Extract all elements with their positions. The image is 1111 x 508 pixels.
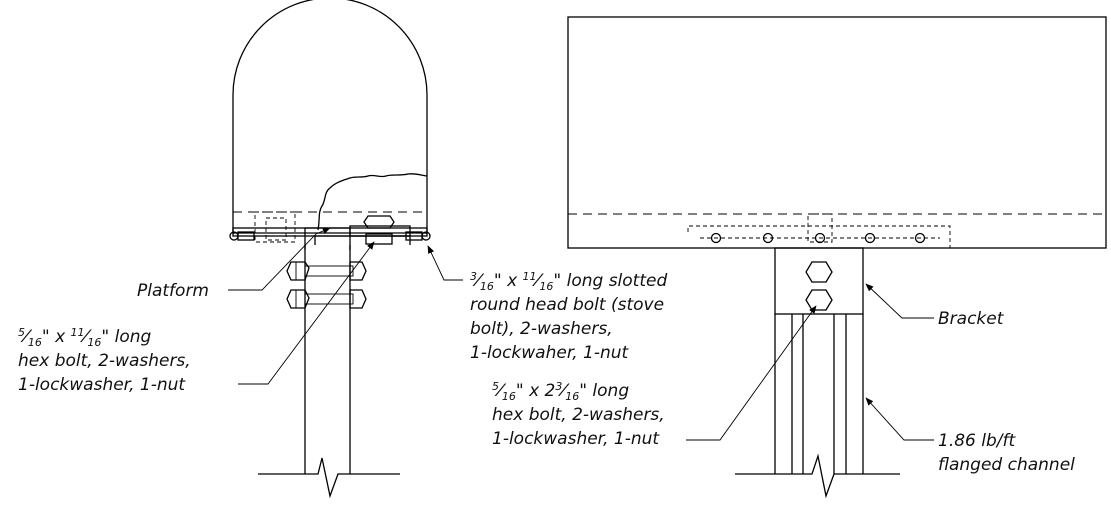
bracket-bolt-upper bbox=[805, 261, 833, 283]
sign-housing-outline bbox=[232, 0, 428, 234]
leader-stove-bolt bbox=[427, 245, 463, 281]
svg-text:1-lockwaher, 1-nut: 1-lockwaher, 1-nut bbox=[470, 343, 630, 363]
leader-lines bbox=[228, 227, 934, 441]
hex-nut-top bbox=[363, 215, 395, 229]
platform-plate bbox=[232, 227, 428, 237]
leader-bolt-5-16-long bbox=[686, 305, 817, 441]
svg-text:hex bolt, 2-washers,: hex bolt, 2-washers, bbox=[492, 405, 665, 425]
bolt-head-center bbox=[365, 233, 393, 245]
stove-bolt-left bbox=[229, 231, 255, 241]
label-stove-bolt: 3⁄16" x 11⁄16" long slotted round head b… bbox=[470, 270, 667, 363]
hidden-center-hardware bbox=[807, 213, 833, 243]
leader-bolt-5-16-short bbox=[238, 241, 375, 385]
svg-text:round head bolt (stove: round head bolt (stove bbox=[470, 295, 664, 315]
svg-text:bolt), 2-washers,: bolt), 2-washers, bbox=[470, 319, 613, 339]
label-bolt-5-16-short: 5⁄16" x 11⁄16" long hex bolt, 2-washers,… bbox=[18, 326, 191, 395]
bracket-side-flange bbox=[349, 225, 411, 237]
mount-hole-3 bbox=[814, 232, 826, 244]
mount-hole-4 bbox=[864, 232, 876, 244]
leader-channel bbox=[865, 397, 934, 441]
mount-hole-5 bbox=[914, 232, 926, 244]
hidden-hardware-left-inner bbox=[265, 217, 287, 241]
label-bolt-5-16-long: 5⁄16" x 23⁄16" long hex bolt, 2-washers,… bbox=[492, 380, 665, 449]
hidden-mount-plate bbox=[687, 225, 951, 248]
svg-text:5⁄16" x 11⁄16" long: 5⁄16" x 11⁄16" long bbox=[18, 326, 152, 349]
stove-bolt-right bbox=[405, 231, 431, 241]
channel-break-line bbox=[735, 453, 900, 499]
svg-text:1.86 lb/ft: 1.86 lb/ft bbox=[938, 431, 1016, 451]
leader-platform bbox=[228, 227, 331, 291]
label-platform: Platform bbox=[137, 281, 209, 301]
side-view bbox=[229, 0, 431, 499]
front-view bbox=[567, 16, 1107, 499]
bracket-side bbox=[304, 227, 411, 250]
svg-text:1-lockwasher, 1-nut: 1-lockwasher, 1-nut bbox=[492, 429, 660, 449]
mount-hole-1 bbox=[710, 232, 722, 244]
mount-hole-2 bbox=[762, 232, 774, 244]
leader-bracket bbox=[865, 283, 934, 319]
post-bolt-upper bbox=[286, 261, 367, 281]
svg-text:1-lockwasher, 1-nut: 1-lockwasher, 1-nut bbox=[18, 375, 186, 395]
svg-text:3⁄16" x 11⁄16" long slotted: 3⁄16" x 11⁄16" long slotted bbox=[470, 270, 667, 293]
label-channel: 1.86 lb/ft flanged channel bbox=[938, 431, 1075, 475]
post-break-line bbox=[258, 457, 400, 499]
post-bolt-lower bbox=[286, 289, 367, 309]
svg-text:hex bolt, 2-washers,: hex bolt, 2-washers, bbox=[18, 351, 191, 371]
label-bracket: Bracket bbox=[938, 309, 1005, 329]
svg-text:flanged channel: flanged channel bbox=[938, 455, 1075, 475]
bracket-bolt-lower bbox=[805, 289, 833, 311]
svg-text:5⁄16" x 23⁄16" long: 5⁄16" x 23⁄16" long bbox=[492, 380, 629, 403]
hidden-hardware-left bbox=[254, 211, 296, 243]
bracket-front bbox=[774, 247, 864, 315]
sign-panel bbox=[567, 16, 1107, 249]
cutaway-break-line bbox=[317, 173, 428, 231]
